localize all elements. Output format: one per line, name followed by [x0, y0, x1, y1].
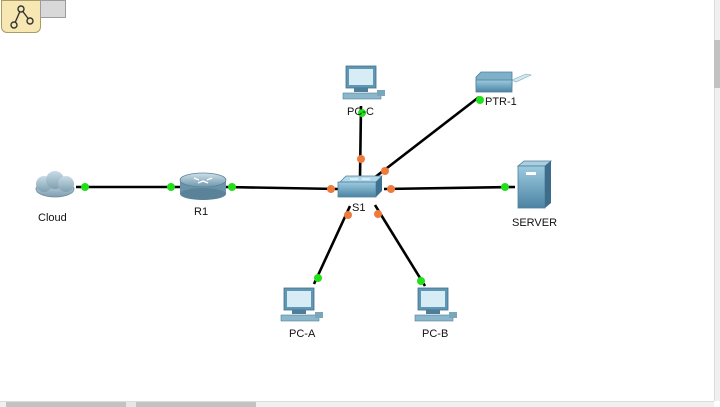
cables [76, 95, 516, 287]
topology-view-icon [10, 5, 34, 29]
switch-icon[interactable] [337, 175, 383, 198]
link-light-up [81, 183, 89, 191]
device-label-pc-c[interactable]: PC-C [347, 106, 374, 118]
horizontal-scrollbar-grip [126, 402, 136, 407]
logical-workspace[interactable]: Cloud R1 S1 PC-C PTR-1 SERVER PC-A PC-B [0, 0, 714, 401]
device-label-ptr-1[interactable]: PTR-1 [485, 96, 517, 108]
topology-view-button[interactable] [1, 0, 41, 33]
link-light-blocking [357, 155, 365, 163]
vertical-scrollbar[interactable] [714, 0, 720, 401]
cable-pcc-s1[interactable] [358, 105, 363, 179]
cable-r1-s1[interactable] [225, 185, 339, 191]
topology-canvas [35, 65, 553, 322]
device-label-pc-a[interactable]: PC-A [289, 328, 316, 340]
printer-icon[interactable] [475, 71, 532, 93]
device-label-cloud[interactable]: Cloud [38, 212, 67, 224]
server-icon[interactable] [516, 160, 553, 209]
device-label-pc-b[interactable]: PC-B [422, 328, 449, 340]
link-light-up [228, 183, 236, 191]
link-light-blocking [387, 185, 395, 193]
link-light-up [501, 183, 509, 191]
link-light-up [358, 109, 366, 117]
pc-icon[interactable] [342, 65, 385, 100]
link-light-up [476, 96, 484, 104]
router-icon[interactable] [179, 172, 227, 200]
cable-pca-s1[interactable] [312, 205, 352, 285]
link-light-blocking [381, 167, 389, 175]
vertical-scrollbar-thumb[interactable] [714, 40, 720, 88]
cloud-icon[interactable] [35, 171, 75, 198]
viewport-tab[interactable] [40, 0, 66, 18]
link-lights [81, 96, 509, 285]
pc-icon[interactable] [414, 287, 457, 322]
link-light-up [314, 274, 322, 282]
device-label-s1[interactable]: S1 [352, 202, 366, 214]
device-label-server[interactable]: SERVER [512, 217, 558, 229]
link-light-up [417, 277, 425, 285]
link-light-blocking [344, 211, 352, 219]
link-light-up [167, 183, 175, 191]
device-label-r1[interactable]: R1 [194, 206, 209, 218]
link-light-blocking [327, 185, 335, 193]
cable-pcb-s1[interactable] [373, 204, 427, 287]
cable-server-s1[interactable] [383, 185, 516, 191]
cable-ptr-s1[interactable] [373, 95, 480, 180]
link-light-blocking [374, 210, 382, 218]
horizontal-scrollbar[interactable] [0, 401, 714, 407]
pc-icon[interactable] [280, 287, 323, 322]
